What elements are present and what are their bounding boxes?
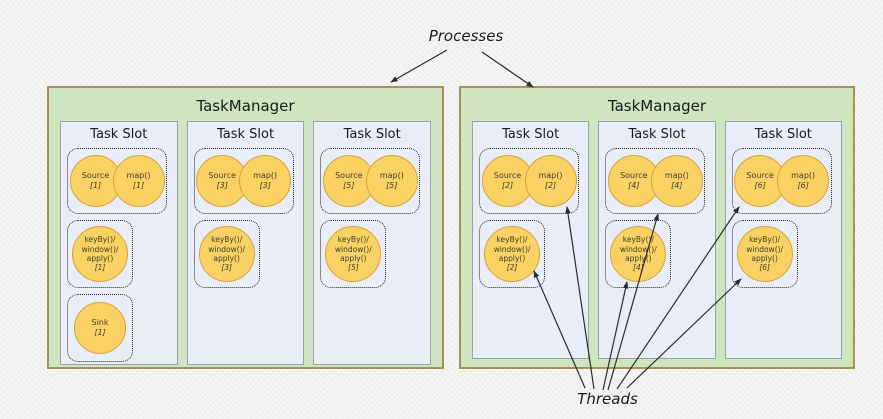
task-slots-row: Task Slot Source [1] map() [1] keyBy()/ … <box>49 121 442 373</box>
operator-label: apply() <box>498 254 526 263</box>
subtask-number: [4] <box>628 181 640 190</box>
operator-label: map() <box>379 171 404 181</box>
operator-label: map() <box>126 171 151 181</box>
subtask-number: [5] <box>343 181 355 190</box>
operator-label: apply() <box>213 254 240 263</box>
operator-label: keyBy()/ <box>496 235 528 245</box>
taskmanager-box-1: TaskManager Task Slot Source [1] map() [… <box>47 86 444 369</box>
task-slot-title: Task Slot <box>502 127 560 142</box>
task-slot-2: Task Slot Source [3] map() [3] keyBy()/ … <box>186 121 305 365</box>
operator-label: window()/ <box>493 244 531 254</box>
subtask-number: [1] <box>89 181 102 190</box>
subtask-number: [1] <box>94 263 106 273</box>
subtask-number: [1] <box>94 328 106 337</box>
subtask-number: [6] <box>754 181 766 190</box>
taskmanager-title: TaskManager <box>196 97 295 115</box>
operator-label: apply() <box>625 254 652 263</box>
map-circle: map() [5] <box>365 155 418 207</box>
operator-chain-group: Source [6] map() [6] <box>731 148 832 214</box>
operator-label: window()/ <box>334 244 372 254</box>
operator-label: map() <box>538 171 563 181</box>
subtask-number: [5] <box>386 181 398 190</box>
sink-circle: Sink [1] <box>74 302 126 354</box>
operator-label: Source <box>335 171 363 181</box>
operator-label: keyBy()/ <box>622 235 654 245</box>
operator-label: keyBy()/ <box>749 235 781 245</box>
source-circle: Source [3] <box>196 155 249 207</box>
task-slot-title: Task Slot <box>343 127 401 142</box>
task-slot-3: Task Slot Source [5] map() [5] keyBy()/ … <box>313 121 432 365</box>
operator-label: window()/ <box>208 244 246 254</box>
subtask-number: [5] <box>348 263 359 273</box>
task-slot-6: Task Slot Source [6] map() [6] keyBy()/ … <box>724 121 842 359</box>
operator-chain-group: Source [1] map() [1] <box>67 148 167 214</box>
subtask-number: [3] <box>259 181 271 190</box>
task-slot-4: Task Slot Source [2] map() [2] keyBy()/ … <box>472 121 590 359</box>
operator-label: map() <box>791 171 816 181</box>
keyby-circle: keyBy()/ window()/ apply() [6] <box>736 226 793 282</box>
subtask-number: [4] <box>671 181 683 190</box>
operator-chain-group: keyBy()/ window()/ apply() [2] <box>479 220 545 288</box>
keyby-circle: keyBy()/ window()/ apply() [4] <box>610 226 667 282</box>
operator-label: map() <box>253 171 278 181</box>
taskmanager-title: TaskManager <box>607 97 707 115</box>
operator-label: Source <box>208 171 236 181</box>
task-slot-title: Task Slot <box>628 127 686 142</box>
operator-chain-group: Source [5] map() [5] <box>320 148 421 214</box>
operator-chain-group: keyBy()/ window()/ apply() [5] <box>320 220 387 288</box>
subtask-number: [6] <box>797 181 809 190</box>
operator-label: keyBy()/ <box>211 235 243 245</box>
task-slot-title: Task Slot <box>754 127 812 142</box>
keyby-circle: keyBy()/ window()/ apply() [2] <box>484 226 540 282</box>
operator-label: Source <box>81 171 110 181</box>
processes-label: Processes <box>428 27 504 45</box>
map-circle: map() [6] <box>777 155 830 207</box>
operator-label: window()/ <box>619 244 657 254</box>
subtask-number: [3] <box>221 263 232 273</box>
operator-label: apply() <box>340 254 367 263</box>
operator-chain-group: keyBy()/ window()/ apply() [6] <box>731 220 798 288</box>
task-slots-row: Task Slot Source [2] map() [2] keyBy()/ … <box>461 121 853 367</box>
operator-label: apply() <box>86 254 114 263</box>
operator-chain-group: keyBy()/ window()/ apply() [3] <box>193 220 260 288</box>
task-slot-title: Task Slot <box>216 127 275 142</box>
subtask-number: [1] <box>132 181 145 190</box>
source-circle: Source [4] <box>607 155 660 207</box>
operator-chain-group: Sink [1] <box>67 294 133 362</box>
operator-label: apply() <box>751 254 778 263</box>
subtask-number: [4] <box>633 263 644 273</box>
subtask-number: [2] <box>506 263 518 273</box>
subtask-number: [2] <box>544 181 557 190</box>
keyby-circle: keyBy()/ window()/ apply() [3] <box>198 226 255 282</box>
operator-chain-group: Source [3] map() [3] <box>193 148 294 214</box>
operator-label: Source <box>493 171 522 181</box>
operator-label: window()/ <box>746 244 784 254</box>
task-slot-5: Task Slot Source [4] map() [4] keyBy()/ … <box>598 121 716 359</box>
operator-label: map() <box>664 171 689 181</box>
operator-label: keyBy()/ <box>337 235 369 245</box>
operator-chain-group: keyBy()/ window()/ apply() [4] <box>605 220 672 288</box>
subtask-number: [2] <box>501 181 514 190</box>
operator-label: window()/ <box>81 244 119 254</box>
task-slot-title: Task Slot <box>90 127 148 142</box>
keyby-circle: keyBy()/ window()/ apply() [1] <box>72 226 128 282</box>
map-circle: map() [4] <box>650 155 703 207</box>
operator-label: Source <box>746 171 774 181</box>
operator-chain-group: keyBy()/ window()/ apply() [1] <box>67 220 133 288</box>
map-circle: map() [3] <box>239 155 292 207</box>
task-slot-1: Task Slot Source [1] map() [1] keyBy()/ … <box>60 121 178 365</box>
keyby-circle: keyBy()/ window()/ apply() [5] <box>325 226 382 282</box>
map-circle: map() [1] <box>112 155 165 207</box>
operator-label: keyBy()/ <box>84 235 116 245</box>
subtask-number: [3] <box>216 181 228 190</box>
threads-label: Threads <box>577 390 638 408</box>
map-circle: map() [2] <box>524 155 577 207</box>
operator-label: Source <box>620 171 648 181</box>
taskmanager-box-2: TaskManager Task Slot Source [2] map() [… <box>459 86 855 369</box>
operator-chain-group: Source [2] map() [2] <box>479 148 579 214</box>
operator-label: Sink <box>91 318 109 328</box>
subtask-number: [6] <box>759 263 770 273</box>
operator-chain-group: Source [4] map() [4] <box>605 148 706 214</box>
